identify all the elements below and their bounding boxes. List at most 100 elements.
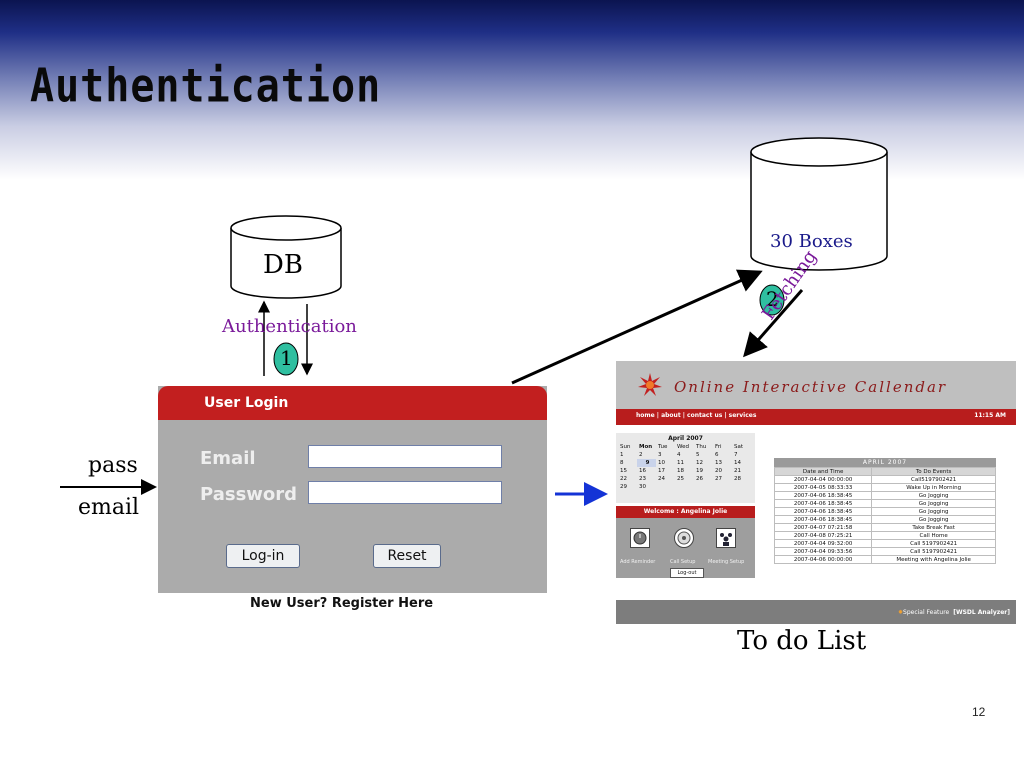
calendar-day-cell[interactable]: 8 <box>620 460 624 466</box>
calendar-day-cell[interactable]: 15 <box>620 468 627 474</box>
calendar-day-cell[interactable]: 6 <box>715 452 719 458</box>
login-panel: User Login Email Password Log-in Reset <box>158 386 547 593</box>
todo-list-caption: To do List <box>737 626 867 656</box>
phone-dial-icon[interactable] <box>674 528 694 548</box>
calendar-day-cell <box>675 483 694 491</box>
email-label: email <box>78 495 140 520</box>
alarm-clock-icon[interactable] <box>630 528 650 548</box>
welcome-banner: Welcome : Angelina Jolie <box>616 506 755 518</box>
login-button[interactable]: Log-in <box>226 544 300 568</box>
app-nav-links[interactable]: home | about | contact us | services <box>636 412 757 419</box>
table-cell: Meeting with Angelina Jolie <box>871 555 996 564</box>
calendar-day-cell[interactable]: 7 <box>734 452 738 458</box>
calendar-day-cell[interactable]: 30 <box>639 484 646 490</box>
calendar-day-cell[interactable]: 24 <box>658 476 665 482</box>
slide-title: Authentication <box>30 60 382 113</box>
table-cell: Take Break Fast <box>871 523 996 532</box>
starburst-logo-icon <box>638 373 662 396</box>
calendar-day-cell[interactable]: 4 <box>677 452 681 458</box>
calendar-day-cell <box>732 483 751 491</box>
calendar-day-cell[interactable]: 11 <box>677 460 684 466</box>
calendar-day-cell[interactable]: 16 <box>639 468 646 474</box>
register-link[interactable]: New User? Register Here <box>250 596 434 611</box>
calendar-day-cell[interactable]: 14 <box>734 460 741 466</box>
table-cell: Call 5197902421 <box>871 547 996 556</box>
table-cell: Wake Up in Morning <box>871 483 996 492</box>
pass-label: pass <box>88 453 138 478</box>
calendar-app-screenshot: Online Interactive Callendar home | abou… <box>616 361 1016 624</box>
calendar-day-cell[interactable]: 1 <box>620 452 624 458</box>
calendar-day-cell[interactable]: 18 <box>677 468 684 474</box>
calendar-day-header: Tue <box>658 444 668 450</box>
table-cell: Go Jogging <box>871 491 996 500</box>
calendar-day-cell[interactable]: 22 <box>620 476 627 482</box>
calendar-day-cell[interactable]: 27 <box>715 476 722 482</box>
calendar-day-cell[interactable]: 17 <box>658 468 665 474</box>
calendar-day-header: Sat <box>734 444 744 450</box>
wsdl-analyzer-link[interactable]: [WSDL Analyzer] <box>953 609 1010 616</box>
step-1-marker <box>273 342 299 376</box>
calendar-day-cell[interactable]: 21 <box>734 468 741 474</box>
calendar-day-cell[interactable]: 5 <box>696 452 700 458</box>
app-header: Online Interactive Callendar <box>616 361 1016 409</box>
table-cell: Call 5197902421 <box>871 539 996 548</box>
table-cell: 2007-04-04 09:33:56 <box>773 547 873 556</box>
email-input[interactable] <box>308 445 502 468</box>
calendar-day-cell[interactable]: 28 <box>734 476 741 482</box>
table-cell: 2007-04-06 00:00:00 <box>773 555 873 564</box>
table-cell: 2007-04-04 09:32:00 <box>773 539 873 548</box>
table-cell: Call Home <box>871 531 996 540</box>
calendar-day-cell <box>656 483 675 491</box>
table-cell: Call5197902421 <box>871 475 996 484</box>
calendar-day-cell[interactable]: 13 <box>715 460 722 466</box>
app-footer: ✸Special Feature[WSDL Analyzer] <box>616 600 1016 624</box>
calendar-day-cell[interactable]: 3 <box>658 452 662 458</box>
table-cell: Go Jogging <box>871 499 996 508</box>
login-to-boxes-arrow <box>511 269 763 385</box>
calendar-day-cell[interactable]: 25 <box>677 476 684 482</box>
app-action-icons: Add Reminder Call Setup Meeting Setup Lo… <box>616 518 755 578</box>
calendar-day-cell[interactable]: 20 <box>715 468 722 474</box>
calendar-day-cell[interactable]: 26 <box>696 476 703 482</box>
password-input[interactable] <box>308 481 502 504</box>
table-cell: 2007-04-04 00:00:00 <box>773 475 873 484</box>
star-icon: ✸ <box>897 609 904 616</box>
todo-column-header: To Do Events <box>871 467 996 476</box>
logout-button[interactable]: Log-out <box>670 568 704 578</box>
calendar-day-cell[interactable]: 2 <box>639 452 643 458</box>
calendar-month: April 2007 <box>668 435 703 442</box>
password-field-label: Password <box>200 484 298 505</box>
table-cell: Go Jogging <box>871 515 996 524</box>
fetching-arrow <box>743 289 804 358</box>
table-cell: 2007-04-06 18:38:45 <box>773 515 873 524</box>
calendar-day-cell[interactable]: 9 <box>637 459 656 467</box>
meeting-people-icon[interactable] <box>716 528 736 548</box>
step-2-label: 2 <box>766 287 779 311</box>
calendar-day-cell[interactable]: 10 <box>658 460 665 466</box>
calendar-day-cell[interactable]: 29 <box>620 484 627 490</box>
reset-button[interactable]: Reset <box>373 544 441 568</box>
calendar-day-cell[interactable]: 12 <box>696 460 703 466</box>
app-title: Online Interactive Callendar <box>674 378 948 396</box>
email-field-label: Email <box>200 448 256 469</box>
todo-table-caption: APRIL 2007 <box>774 458 996 467</box>
calendar-day-header: Thu <box>696 444 707 450</box>
table-cell: Go Jogging <box>871 507 996 516</box>
calendar-day-cell[interactable]: 19 <box>696 468 703 474</box>
calendar-day-cell[interactable]: 23 <box>639 476 646 482</box>
add-reminder-label: Add Reminder <box>620 559 656 565</box>
special-feature-label: Special Feature <box>903 609 950 616</box>
authentication-label: Authentication <box>222 316 357 337</box>
